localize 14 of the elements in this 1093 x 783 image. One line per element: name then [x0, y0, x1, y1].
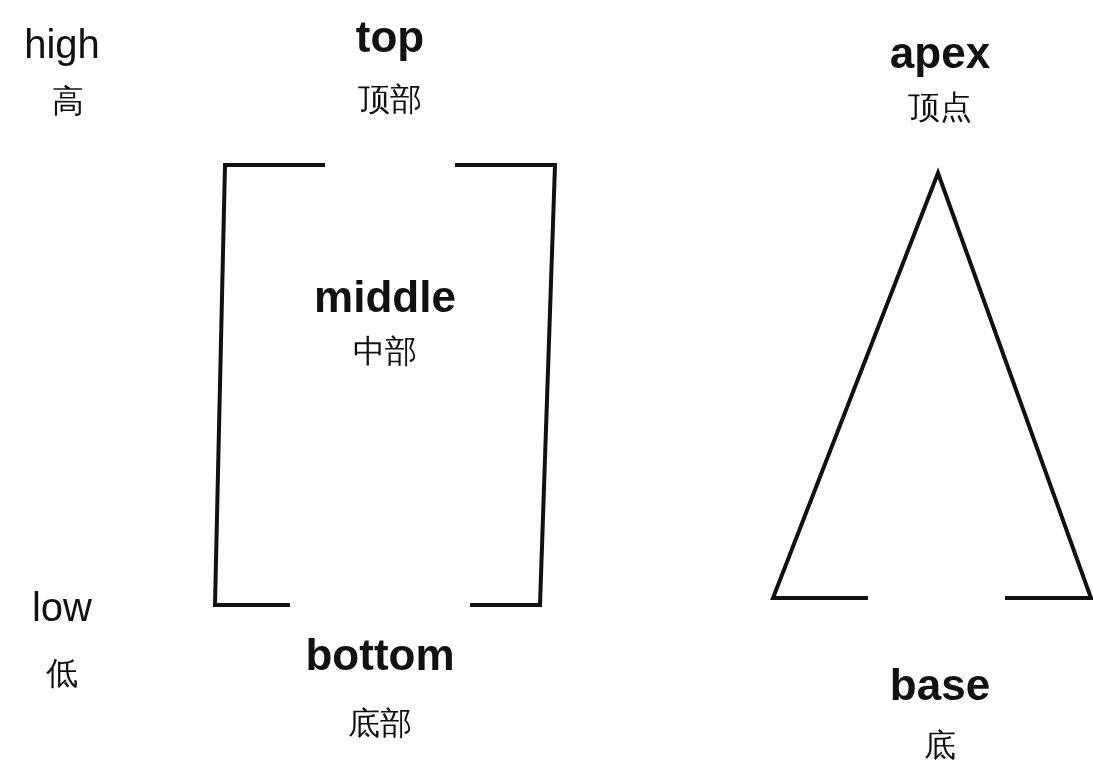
part-label-chinese: 顶部 — [358, 79, 422, 120]
part-label: top — [355, 12, 425, 62]
part-label-chinese: 底 — [924, 725, 956, 766]
part-label: bottom — [305, 630, 455, 680]
part-label-chinese: 顶点 — [908, 87, 972, 128]
level-label-chinese: 高 — [52, 81, 84, 122]
part-label-chinese: 底部 — [348, 703, 412, 744]
level-label-chinese: 低 — [46, 653, 78, 694]
part-label: middle — [314, 272, 456, 322]
level-label: high — [24, 22, 100, 67]
part-label-chinese: 中部 — [353, 331, 417, 372]
part-label: base — [889, 660, 991, 710]
part-label: apex — [889, 28, 991, 78]
level-label: low — [32, 585, 92, 630]
